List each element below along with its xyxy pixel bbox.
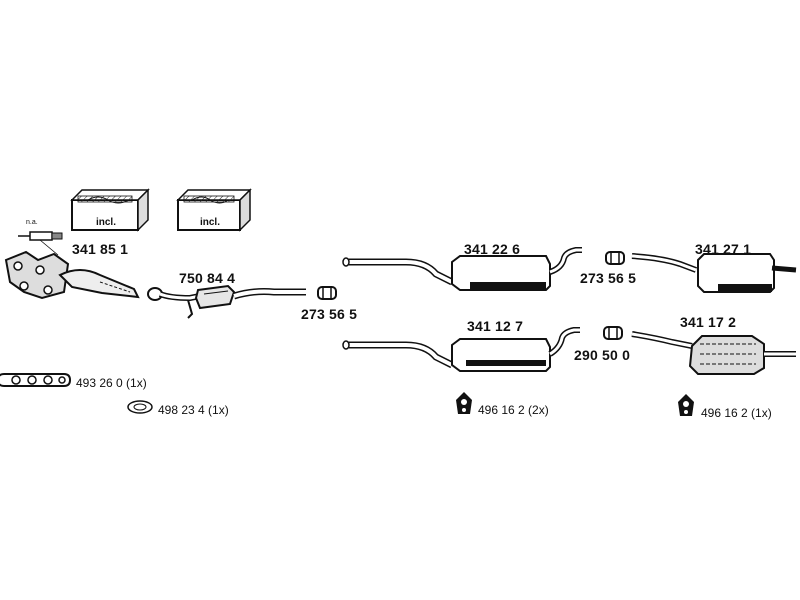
kit-box-1-icon	[70, 188, 150, 232]
part-label-rear-muffler-lower: 341 17 2	[680, 314, 737, 330]
manifold-gasket-icon	[0, 373, 72, 387]
part-label-middle-muffler-upper: 341 22 6	[464, 241, 521, 257]
accessory-label-ring-gasket: 498 23 4 (1x)	[158, 403, 229, 417]
kit-box-2-icon	[176, 188, 252, 232]
part-label-clamp-a: 273 56 5	[301, 306, 358, 322]
rear-muffler-upper-icon	[631, 253, 797, 293]
accessory-label-rubber-mount-rear: 496 16 2 (1x)	[701, 406, 772, 420]
sensor-note: n.a.	[26, 219, 38, 226]
rear-muffler-lower-icon	[631, 331, 796, 375]
part-label-rear-muffler-upper: 341 27 1	[695, 241, 752, 257]
exhaust-manifold-icon	[4, 250, 140, 300]
part-label-clamp-c: 290 50 0	[574, 347, 631, 363]
clamp-a-icon	[317, 286, 337, 300]
kit-box-1-label: incl.	[95, 217, 116, 228]
accessory-label-manifold-gasket: 493 26 0 (1x)	[76, 376, 147, 390]
clamp-c-icon	[603, 326, 623, 340]
catalytic-converter-icon	[147, 284, 306, 319]
clamp-b-icon	[605, 251, 625, 265]
lambda-sensor-icon	[18, 231, 63, 256]
middle-muffler-lower-icon	[342, 327, 580, 372]
rubber-mount-rear-icon	[678, 394, 694, 416]
part-label-middle-muffler-lower: 341 12 7	[467, 318, 524, 334]
middle-muffler-upper-icon	[342, 247, 582, 291]
part-label-catalytic-converter: 750 84 4	[179, 270, 236, 286]
part-label-clamp-b: 273 56 5	[580, 270, 637, 286]
ring-gasket-icon	[127, 400, 153, 414]
part-label-manifold: 341 85 1	[72, 241, 129, 257]
rubber-mount-middle-icon	[456, 392, 472, 414]
kit-box-2-label: incl.	[199, 217, 220, 228]
accessory-label-rubber-mount-middle: 496 16 2 (2x)	[478, 403, 549, 417]
